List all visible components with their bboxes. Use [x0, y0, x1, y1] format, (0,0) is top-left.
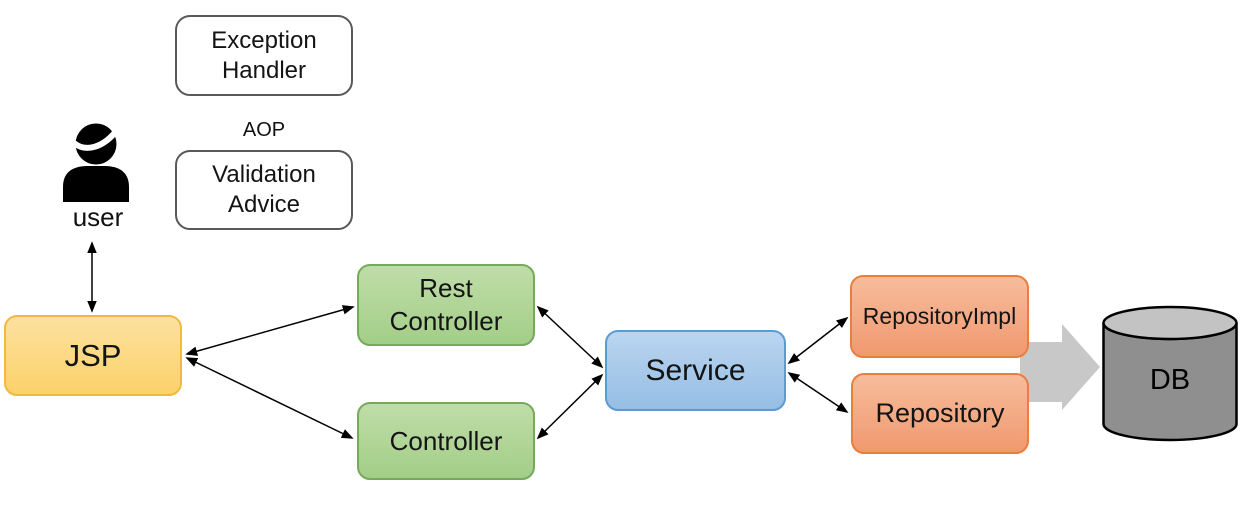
validation-advice-label: Validation Advice	[212, 161, 316, 218]
aop-label: AOP	[242, 119, 286, 141]
user-icon	[63, 123, 129, 202]
node-repository-impl: RepositoryImpl	[850, 275, 1029, 358]
node-controller: Controller	[357, 402, 535, 480]
edge-jsp-controller	[185, 357, 354, 439]
edge-service-repository	[787, 371, 849, 414]
user-label: user	[72, 202, 124, 232]
edge-controller-service	[536, 373, 604, 440]
edge-rest-controller-service	[536, 305, 604, 369]
node-service: Service	[605, 330, 786, 411]
edge-service-repository-impl	[787, 316, 849, 365]
node-validation-advice: Validation Advice	[175, 150, 353, 230]
edge-jsp-rest-controller	[185, 305, 355, 356]
service-label: Service	[645, 353, 746, 387]
block-arrow-to-db-icon	[1020, 324, 1100, 410]
repository-label: Repository	[875, 398, 1005, 428]
node-jsp: JSP	[4, 315, 182, 396]
repository-impl-label: RepositoryImpl	[862, 303, 1017, 329]
db-cylinder-icon	[1102, 305, 1238, 442]
exception-handler-label: Exception Handler	[211, 26, 317, 84]
jsp-label: JSP	[64, 337, 122, 373]
node-rest-controller: Rest Controller	[357, 264, 535, 346]
rest-controller-label: Rest Controller	[389, 273, 503, 336]
node-exception-handler: Exception Handler	[175, 15, 353, 96]
db-label: DB	[1149, 363, 1191, 396]
controller-label: Controller	[389, 425, 503, 456]
node-repository: Repository	[851, 373, 1029, 454]
